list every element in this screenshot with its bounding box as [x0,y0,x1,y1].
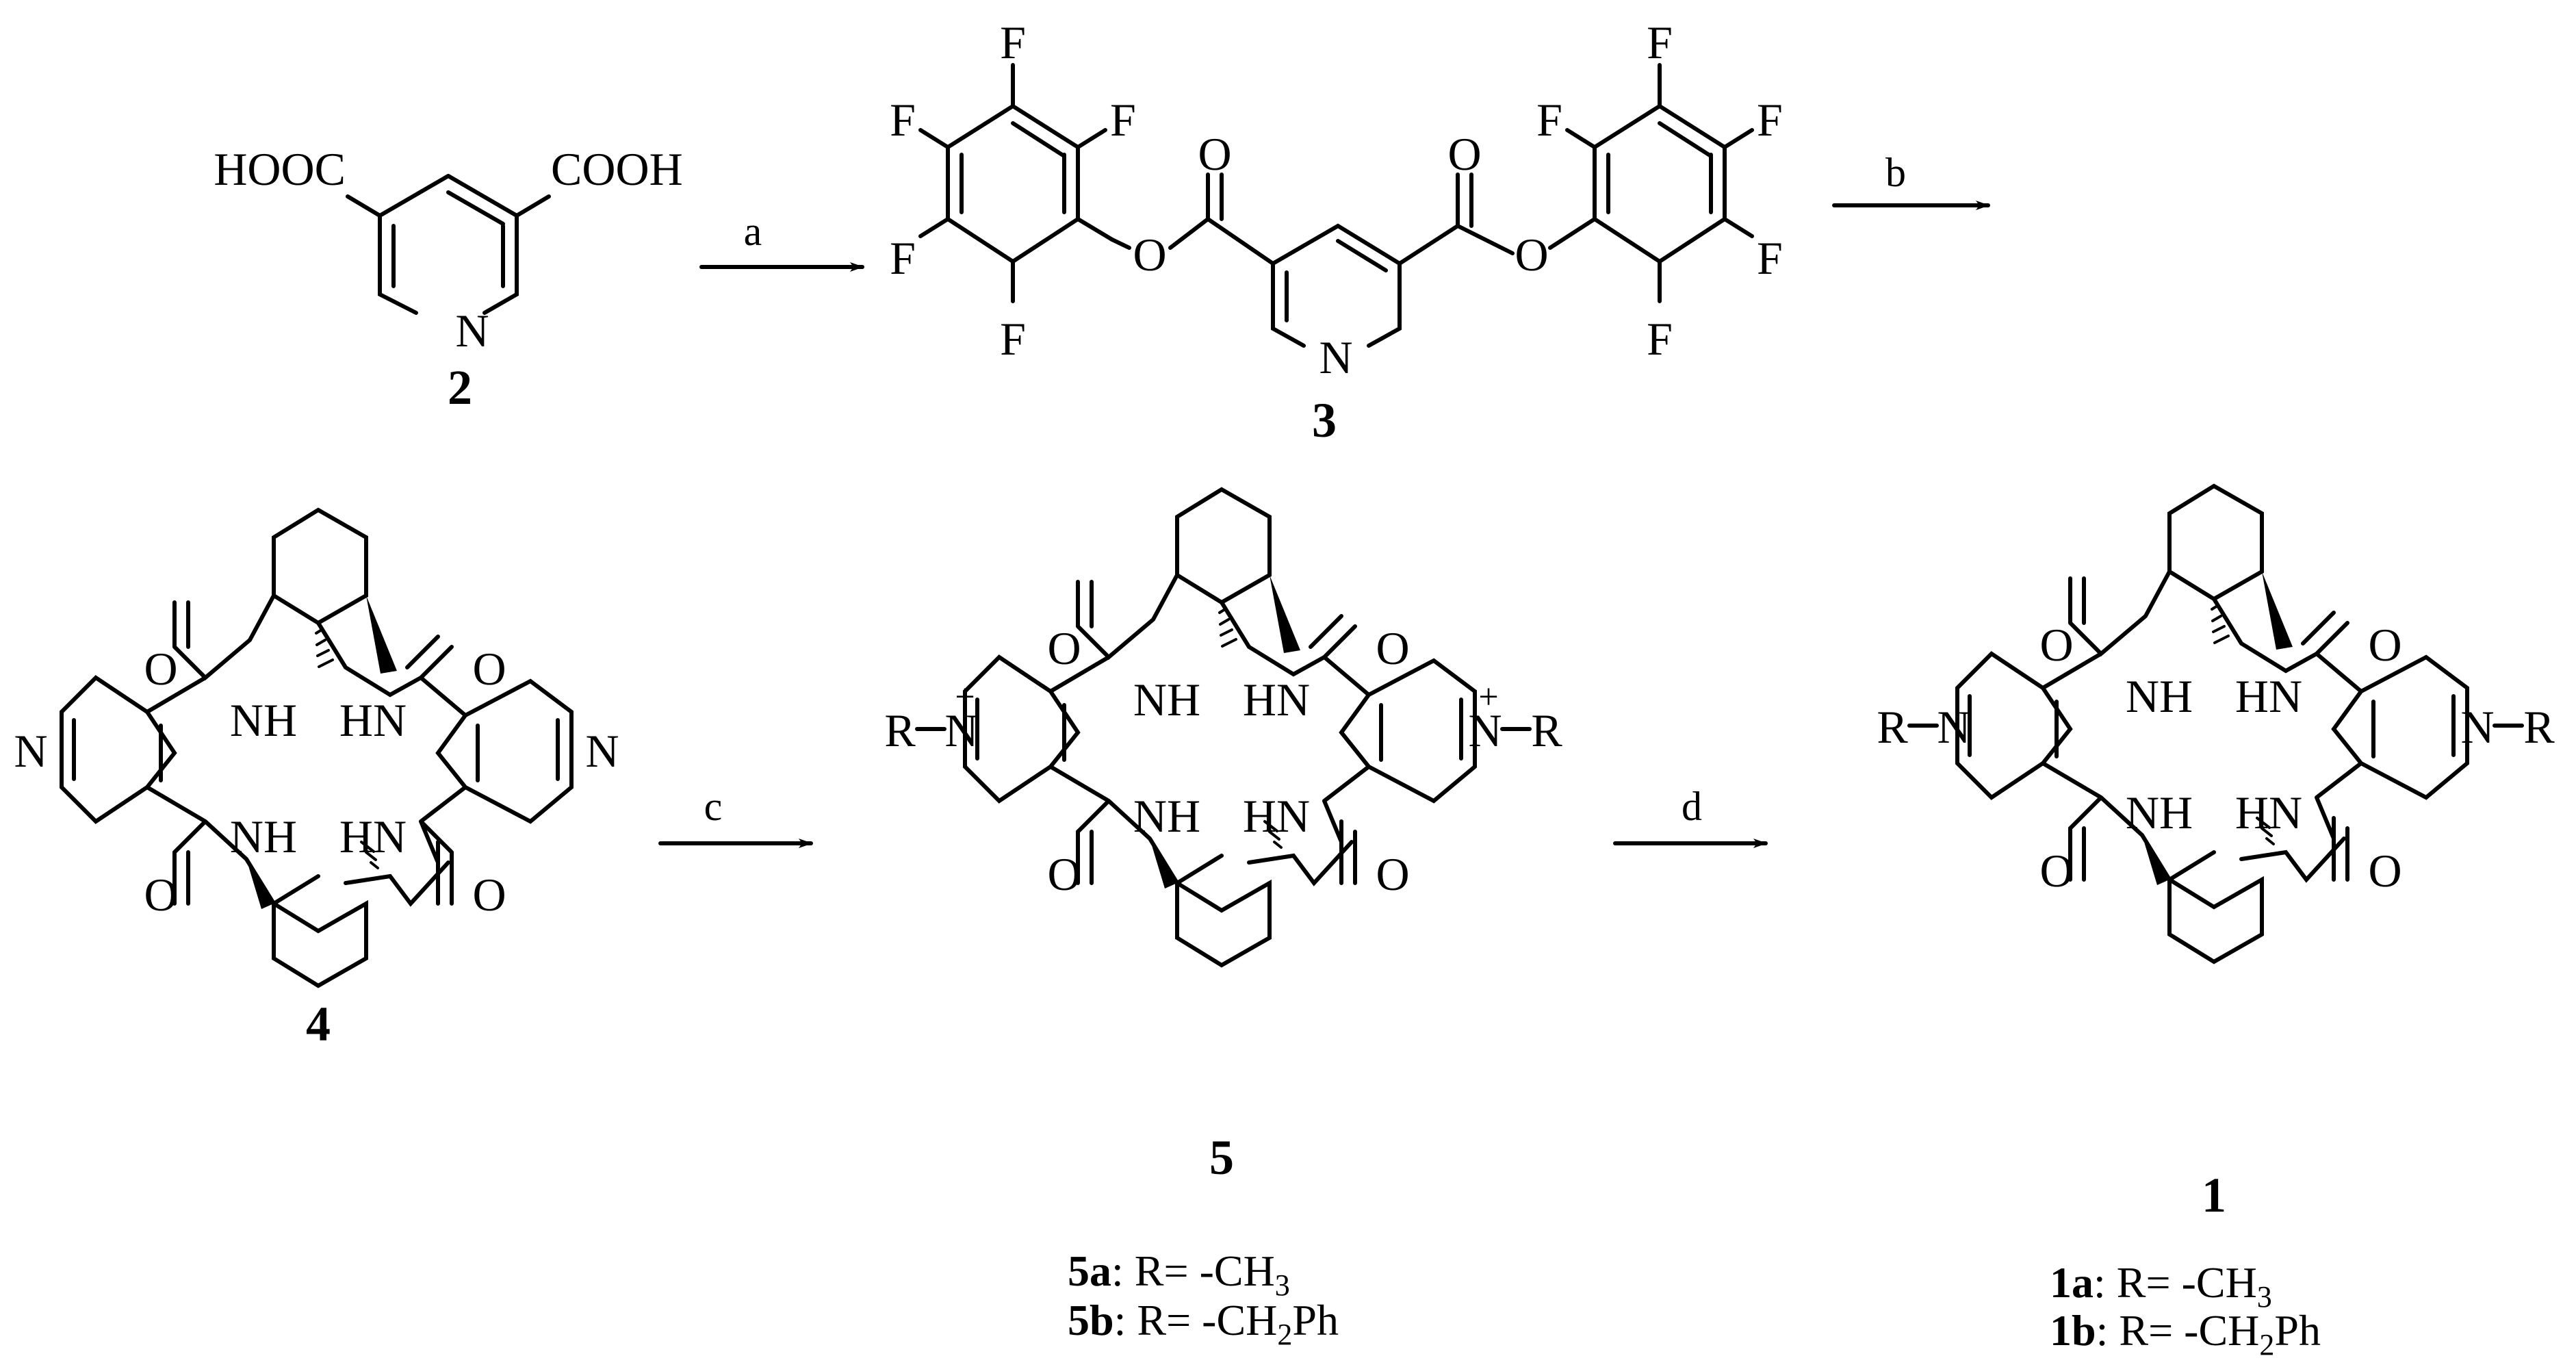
hashed-bond [1218,608,1237,648]
compound-4-label: 4 [306,997,331,1051]
atom-o: O [2368,619,2401,671]
wedge-bond [1150,839,1177,889]
legend-1b: 1b: R= -CH2Ph [2050,1306,2321,1362]
arrow-d-label: d [1682,784,1702,829]
compound-5-label: 5 [1209,1130,1234,1185]
atom-f: F [1757,232,1783,284]
compound-3-structure: F F F F F O O N O O F F F F F 3 [890,16,1783,448]
atom-o: O [144,643,177,695]
atom-f: F [890,94,916,146]
atom-o: O [472,643,506,695]
amide-hn-label: HN [2235,670,2302,722]
compound-4-structure: O NH HN O N N NH HN O O 4 [14,507,619,1051]
amide-nh-label: NH [230,694,297,746]
wedge-bond [246,859,274,909]
hashed-bond [1263,820,1283,849]
atom-f: F [1647,313,1673,365]
hashed-bond [360,841,379,869]
atom-o: O [1047,622,1081,674]
amide-nh-label: NH [2126,787,2193,839]
atom-o: O [2368,845,2401,897]
compound-2-structure: N HOOC COOH 2 [214,143,682,415]
amide-hn-label: HN [1243,790,1310,842]
legend-1a: 1a: R= -CH3 [2050,1258,2272,1314]
amide-nh-label: NH [1133,674,1200,726]
compound-1-label: 1 [2202,1168,2226,1223]
atom-o: O [1515,229,1548,281]
atom-f: F [1647,16,1673,68]
atom-n: N [944,704,978,756]
amide-nh-label: NH [2126,670,2193,722]
atom-n: N [1319,331,1352,383]
arrow-b-label: b [1885,150,1906,195]
positive-charge: + [955,678,975,717]
atom-n: N [1937,701,1970,753]
atom-o: O [472,869,506,921]
positive-charge: + [1478,678,1498,717]
wedge-bond [2142,835,2169,885]
compound-3-left-ring [918,63,1114,303]
atom-n: N [1468,704,1502,756]
cooh-right-label: COOH [551,143,683,195]
amide-nh-label: NH [1133,790,1200,842]
atom-o: O [1047,848,1081,900]
atom-f: F [1536,94,1562,146]
atom-f: F [1000,16,1026,68]
atom-f: F [1110,94,1136,146]
legend-5a: 5a: R= -CH3 [1068,1247,1290,1302]
macrocycle-bonds [1907,483,2524,964]
amide-hn-label: HN [2235,787,2302,839]
substituent-r: R [2523,701,2555,753]
arrow-c-label: c [704,784,723,829]
wedge-bond [1270,575,1300,653]
atom-f: F [1000,313,1026,365]
legend-5b: 5b: R= -CH2Ph [1068,1296,1339,1351]
compound-3-core [1110,173,1597,348]
compound-2-label: 2 [448,360,472,415]
atom-o: O [1447,128,1481,180]
atom-n: N [2460,701,2494,753]
atom-n: N [14,725,47,777]
substituent-r: R [1531,704,1562,756]
amide-hn-label: HN [339,694,407,746]
amide-hn-label: HN [339,810,407,863]
atom-o: O [2039,619,2073,671]
compound-5-legend: 5a: R= -CH3 5b: R= -CH2Ph [1068,1247,1339,1351]
substituent-r: R [884,704,916,756]
macrocycle-bonds [915,487,1532,968]
hashed-bond [2256,817,2275,845]
amide-nh-label: NH [230,810,297,863]
amide-hn-label: HN [1243,674,1310,726]
compound-1-legend: 1a: R= -CH3 1b: R= -CH2Ph [2050,1258,2321,1362]
atom-o: O [144,869,177,921]
atom-n: N [455,305,489,357]
atom-o: O [1133,229,1166,281]
wedge-bond [366,596,397,674]
compound-3-right-ring [1565,63,1754,303]
atom-o: O [1376,848,1409,900]
atom-f: F [890,232,916,284]
atom-o: O [2039,845,2073,897]
hashed-bond [315,628,334,668]
arrow-a-label: a [744,209,762,254]
wedge-bond [2262,572,2293,650]
atom-o: O [1198,128,1231,180]
compound-1-structure: O NH HN O N R N R NH HN O O 1 [1877,483,2555,1223]
atom-f: F [1757,94,1783,146]
atom-o: O [1376,622,1409,674]
compound-2-bonds [346,174,551,315]
compound-3-label: 3 [1312,393,1337,448]
compound-5-structure: O NH HN O N + R N + R NH HN O O 5 [884,487,1562,1185]
cooh-left-label: HOOC [214,143,346,195]
substituent-r: R [1877,701,1908,753]
atom-n: N [585,725,619,777]
hashed-bond [2211,604,2230,644]
